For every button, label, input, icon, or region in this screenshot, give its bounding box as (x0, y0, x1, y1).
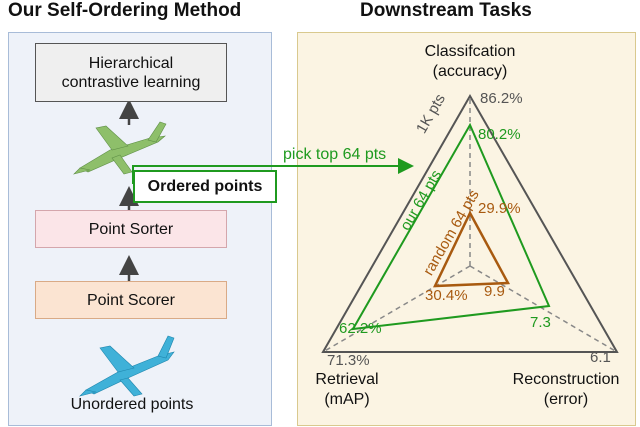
ordered-airplane-icon (73, 121, 167, 175)
axis-classification-label: Classifcation (accuracy) (410, 42, 530, 82)
value-ours-right: 7.3 (530, 314, 551, 331)
value-ours-left: 62.2% (339, 320, 382, 337)
value-random-right: 9.9 (484, 283, 505, 300)
unordered-points-label: Unordered points (70, 396, 194, 413)
hier-line1: Hierarchical (88, 54, 174, 72)
axis-retrieval-line1: Retrieval (315, 371, 379, 388)
axis-reconstruction-label: Reconstruction (error) (498, 370, 634, 410)
value-full-right: 6.1 (590, 349, 611, 366)
tasks-panel (297, 32, 636, 426)
hierarchical-learning-box: Hierarchical contrastive learning (35, 43, 227, 102)
axis-classification-line2: (accuracy) (432, 63, 508, 80)
radar-axes (322, 96, 618, 353)
tasks-title: Downstream Tasks (360, 0, 532, 21)
ordered-points-box: Ordered points (133, 170, 277, 203)
value-random-top: 29.9% (478, 200, 521, 217)
value-full-left: 71.3% (327, 352, 370, 369)
radar-frame (321, 93, 619, 353)
pick-top-label: pick top 64 pts (283, 146, 387, 163)
method-title: Our Self-Ordering Method (8, 0, 242, 21)
radar-series-random (432, 210, 511, 288)
point-sorter-box: Point Sorter (35, 210, 227, 248)
unordered-airplane-icon (79, 335, 175, 397)
radar-series-ours (351, 122, 551, 331)
axis-retrieval-line2: (mAP) (324, 391, 370, 408)
axis-reconstruction-line2: (error) (543, 391, 589, 408)
point-scorer-box: Point Scorer (35, 281, 227, 319)
value-full-top: 86.2% (480, 90, 523, 107)
axis-retrieval-label: Retrieval (mAP) (302, 370, 392, 410)
axis-reconstruction-line1: Reconstruction (512, 371, 620, 388)
axis-classification-line1: Classifcation (424, 43, 516, 60)
hier-line2: contrastive learning (61, 73, 201, 91)
value-random-left: 30.4% (425, 287, 468, 304)
value-ours-top: 80.2% (478, 126, 521, 143)
